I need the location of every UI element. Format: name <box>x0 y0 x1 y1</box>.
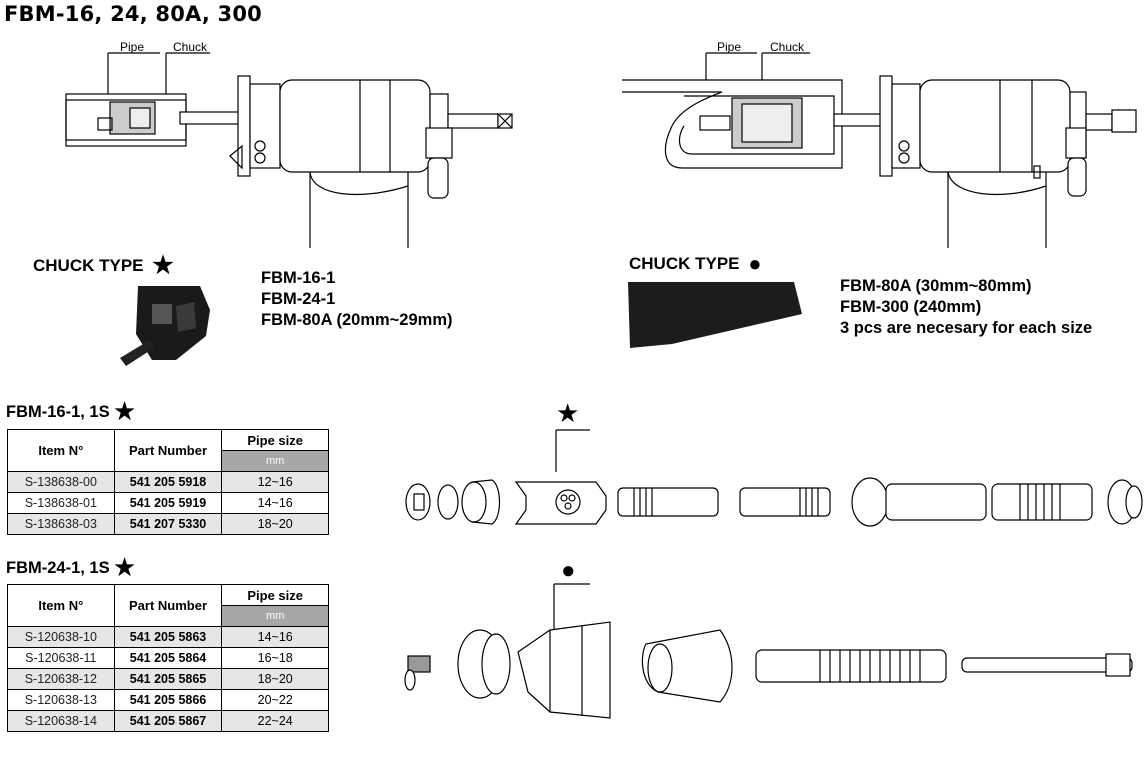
dot-icon: ● <box>561 557 576 584</box>
chuck-star-models: FBM-16-1 FBM-24-1 FBM-80A (20mm~29mm) <box>261 268 453 331</box>
tool-diagram-fbm80: Pipe Chuck <box>622 40 1137 248</box>
chuck-type-text: CHUCK TYPE <box>629 254 740 273</box>
col-item: Item N° <box>7 429 115 472</box>
dot-icon: ● <box>748 251 762 276</box>
star-icon: ★ <box>556 398 580 428</box>
pipe-label: Pipe <box>120 40 144 54</box>
cell-pipe-size: 16~18 <box>221 647 329 669</box>
table-title-text: FBM-16-1, 1S <box>6 403 110 421</box>
dot-chuck-image <box>628 282 802 348</box>
cell-part-number: 541 205 5866 <box>113 689 223 711</box>
col-unit: mm <box>221 605 329 627</box>
pipe-label: Pipe <box>717 40 741 54</box>
cell-pipe-size: 20~22 <box>221 689 329 711</box>
chuck-type-text: CHUCK TYPE <box>33 256 144 275</box>
col-item: Item N° <box>7 584 115 627</box>
cell-pipe-size: 14~16 <box>221 492 329 514</box>
chuck-dot-models: FBM-80A (30mm~80mm) FBM-300 (240mm) 3 pc… <box>840 276 1092 339</box>
cell-part-number: 541 205 5919 <box>113 492 223 514</box>
cell-pipe-size: 22~24 <box>221 710 329 732</box>
cell-item: S-120638-13 <box>7 689 115 711</box>
table2-title: FBM-24-1, 1S ★ <box>6 554 135 581</box>
star-icon: ★ <box>114 398 135 424</box>
star-chuck-image <box>120 286 210 366</box>
model-line: FBM-16-1 <box>261 269 336 287</box>
col-part: Part Number <box>113 429 223 472</box>
cell-pipe-size: 18~20 <box>221 513 329 535</box>
cell-pipe-size: 14~16 <box>221 626 329 648</box>
col-part: Part Number <box>113 584 223 627</box>
col-pipe: Pipe size <box>221 429 329 451</box>
page-title: FBM-16, 24, 80A, 300 <box>4 2 262 26</box>
cell-item: S-120638-14 <box>7 710 115 732</box>
cell-part-number: 541 205 5918 <box>113 471 223 493</box>
chuck-label: Chuck <box>173 40 208 54</box>
cell-part-number: 541 205 5864 <box>113 647 223 669</box>
cell-part-number: 541 205 5863 <box>113 626 223 648</box>
cell-pipe-size: 12~16 <box>221 471 329 493</box>
chuck-type-star-label: CHUCK TYPE ★ <box>33 251 174 280</box>
exploded-view-star-chuck <box>405 429 1143 527</box>
cell-pipe-size: 18~20 <box>221 668 329 690</box>
cell-item: S-138638-03 <box>7 513 115 535</box>
cell-part-number: 541 205 5865 <box>113 668 223 690</box>
star-icon: ★ <box>114 554 135 580</box>
model-line: FBM-24-1 <box>261 290 336 308</box>
chuck-label: Chuck <box>770 40 805 54</box>
table-title-text: FBM-24-1, 1S <box>6 559 110 577</box>
col-pipe: Pipe size <box>221 584 329 606</box>
exploded-view-dot-chuck <box>404 583 1133 719</box>
cell-part-number: 541 207 5330 <box>113 513 223 535</box>
model-line: FBM-80A (20mm~29mm) <box>261 311 453 329</box>
cell-item: S-120638-11 <box>7 647 115 669</box>
model-line: FBM-80A (30mm~80mm) <box>840 277 1032 295</box>
cell-part-number: 541 205 5867 <box>113 710 223 732</box>
chuck-type-dot-label: CHUCK TYPE ● <box>629 251 762 277</box>
cell-item: S-138638-01 <box>7 492 115 514</box>
table1-title: FBM-16-1, 1S ★ <box>6 398 135 425</box>
col-unit: mm <box>221 450 329 472</box>
star-icon: ★ <box>152 252 174 279</box>
model-line: FBM-300 (240mm) <box>840 298 982 316</box>
model-line: 3 pcs are necesary for each size <box>840 319 1093 337</box>
cell-item: S-120638-12 <box>7 668 115 690</box>
cell-item: S-120638-10 <box>7 626 115 648</box>
cell-item: S-138638-00 <box>7 471 115 493</box>
parts-table-fbm24: Item N° Part Number Pipe size mm S-12063… <box>7 584 329 732</box>
tool-diagram-fbm16: Pipe Chuck <box>65 40 513 248</box>
parts-table-fbm16: Item N° Part Number Pipe size mm S-13863… <box>7 429 329 535</box>
